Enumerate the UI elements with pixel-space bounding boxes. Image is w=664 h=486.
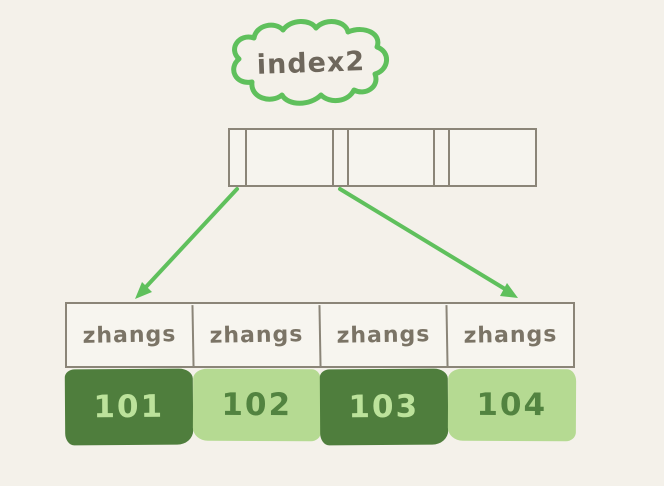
- index-name-label: index2: [256, 46, 366, 81]
- record-id-cell: 102: [192, 368, 321, 445]
- record-table: zhangs zhangs zhangs zhangs 101 102 103 …: [64, 302, 576, 446]
- record-header-cell: zhangs: [318, 302, 447, 368]
- index-node-key-slot: [346, 130, 434, 185]
- record-id-value: 103: [319, 368, 448, 446]
- record-id-value: 102: [192, 368, 321, 442]
- record-id-value: 101: [64, 368, 193, 446]
- index-cloud: index2: [222, 18, 400, 112]
- index-node-key-slot: [448, 130, 535, 185]
- index-node: [228, 128, 537, 187]
- index-node-pointer-slot: [433, 130, 448, 185]
- record-header-cell: zhangs: [445, 302, 574, 368]
- record-header-cell: zhangs: [191, 302, 320, 368]
- record-id-value: 104: [447, 368, 576, 442]
- record-id-cell: 104: [447, 368, 576, 445]
- record-header-row: zhangs zhangs zhangs zhangs: [65, 302, 575, 368]
- arrow-right-icon: [338, 187, 518, 298]
- record-header-cell: zhangs: [82, 321, 177, 349]
- arrow-left-icon: [135, 187, 239, 299]
- record-id-cell: 103: [319, 368, 448, 446]
- record-id-row: 101 102 103 104: [64, 368, 576, 446]
- index-node-pointer-slot: [331, 130, 347, 185]
- cloud-outline-icon: [231, 19, 389, 106]
- index-node-key-slot: [245, 130, 332, 185]
- record-id-cell: 101: [64, 368, 193, 446]
- index-node-pointer-slot: [230, 130, 245, 185]
